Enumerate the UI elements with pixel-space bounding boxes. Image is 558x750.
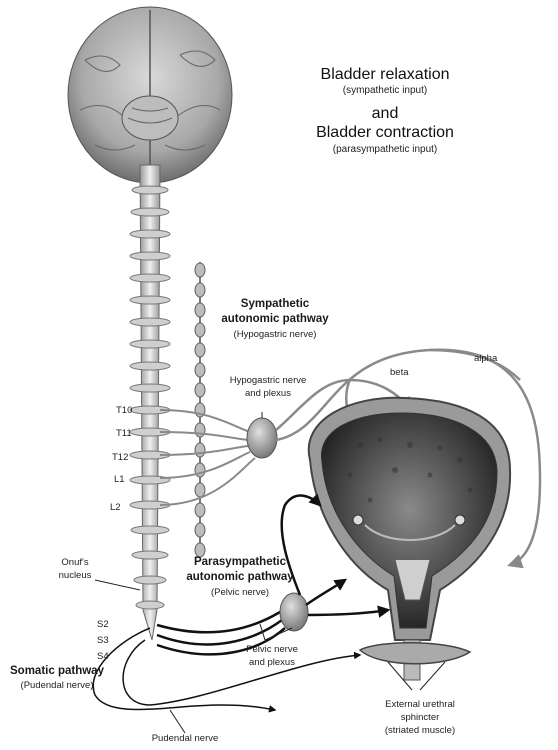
sphincter-label-line3: (striated muscle)	[384, 725, 456, 736]
sympathetic-subtitle: (Hypogastric nerve)	[233, 329, 317, 340]
onuf-label-line1: Onuf's	[61, 557, 89, 568]
leader-lines	[94, 412, 293, 734]
parasympathetic-outflow	[280, 493, 391, 618]
title-relaxation: Bladder relaxation	[320, 66, 450, 83]
parasympathetic-subtitle: (Pelvic nerve)	[210, 587, 270, 598]
subtitle-sympathetic-input: (sympathetic input)	[342, 85, 428, 96]
vertebra-label-t11: T11	[116, 428, 132, 439]
hypogastric-label-line1: Hypogastric nerve	[229, 375, 307, 386]
pelvic-label-line2: and plexus	[249, 657, 295, 668]
parasympathetic-title-line2: autonomic pathway	[186, 571, 294, 583]
sympathetic-title-line2: autonomic pathway	[221, 313, 329, 325]
hypogastric-label-line2: and plexus	[245, 388, 291, 399]
somatic-subtitle: (Pudendal nerve)	[20, 680, 94, 691]
spinal-cord	[129, 164, 171, 641]
brain	[67, 6, 233, 184]
onuf-label-line2: nucleus	[58, 570, 92, 581]
bladder	[307, 396, 512, 681]
vertebra-label-l2: L2	[110, 502, 121, 513]
subtitle-parasympathetic-input: (parasympathetic input)	[332, 144, 438, 155]
somatic-nerves	[92, 627, 362, 713]
title-and: and	[371, 105, 399, 122]
parasympathetic-title-line1: Parasympathetic	[193, 556, 287, 568]
sympathetic-chain	[194, 262, 206, 558]
sympathetic-nerves	[159, 409, 256, 506]
vertebra-label-s2: S2	[97, 619, 109, 630]
sphincter-label-line2: sphincter	[400, 712, 440, 723]
vertebra-label-s4: S4	[97, 651, 109, 662]
vertebra-label-t12: T12	[112, 452, 129, 463]
hypogastric-ganglion	[246, 417, 278, 459]
somatic-title: Somatic pathway	[10, 665, 104, 677]
vertebra-label-t10: T10	[116, 405, 133, 416]
pudendal-label: Pudendal nerve	[151, 733, 219, 744]
pelvic-ganglion	[279, 592, 309, 632]
sphincter-label-line1: External urethral	[385, 699, 455, 710]
vertebral-segments	[129, 185, 171, 610]
pelvic-label-line1: Pelvic nerve	[246, 644, 298, 655]
alpha-label: alpha	[474, 353, 498, 364]
vertebra-label-s3: S3	[97, 635, 109, 646]
title-contraction: Bladder contraction	[316, 124, 454, 141]
sympathetic-title-line1: Sympathetic	[240, 298, 310, 310]
vertebra-label-l1: L1	[114, 474, 125, 485]
beta-label: beta	[390, 367, 409, 378]
external-sphincter	[358, 641, 472, 691]
